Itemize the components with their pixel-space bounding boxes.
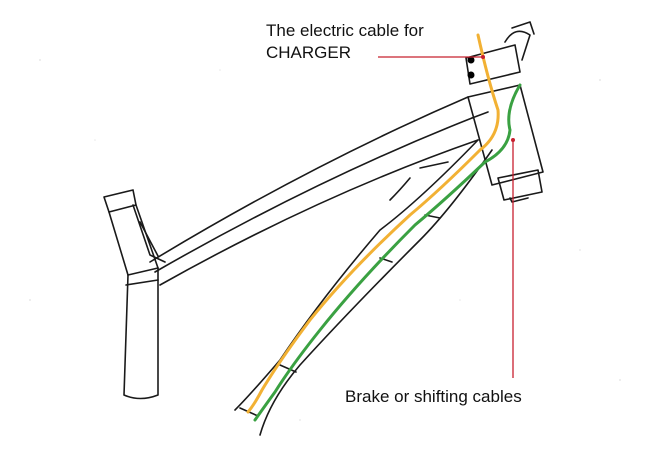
charger-label-line2: CHARGER <box>266 43 352 62</box>
seat-tube-top <box>103 189 137 213</box>
top-tube <box>149 96 479 286</box>
charger-cable-label: The electric cable for CHARGER <box>266 20 424 64</box>
down-tube <box>234 139 479 411</box>
seat-tube <box>108 204 159 276</box>
paper-texture <box>29 59 621 421</box>
brake-cable <box>253 83 522 422</box>
bike-frame-outline <box>103 21 544 436</box>
brake-cable-label: Brake or shifting cables <box>345 387 522 406</box>
head-tube <box>467 84 544 186</box>
seat-lower <box>123 267 159 400</box>
charger-label-line1: The electric cable for <box>266 21 424 40</box>
charger-cable <box>246 33 500 414</box>
stem <box>465 44 521 85</box>
seat-gusset <box>132 204 166 263</box>
